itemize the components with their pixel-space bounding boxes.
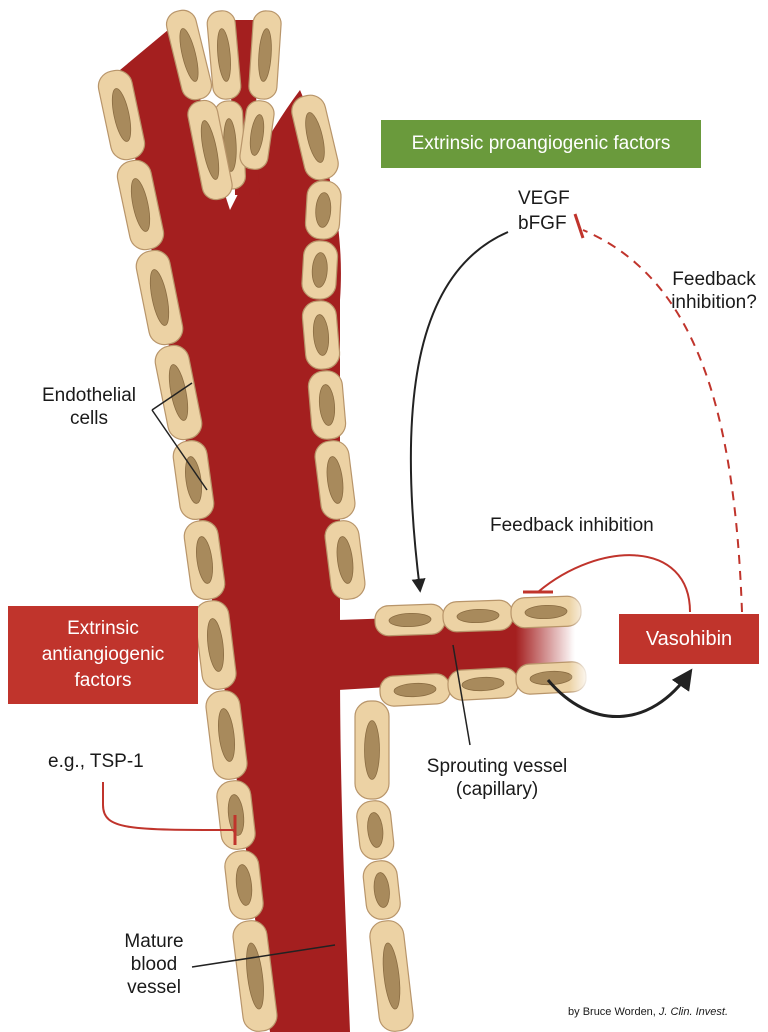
vasohibin-box: Vasohibin	[619, 614, 759, 664]
proangiogenic-factors-box: Extrinsic proangiogenic factors	[381, 120, 701, 168]
endothelial-cell	[368, 919, 415, 1032]
bfgf-label: bFGF	[518, 212, 567, 235]
antiangiogenic-label-line-1: Extrinsic	[67, 616, 139, 642]
endothelial-cell	[355, 799, 395, 861]
endothelial-line-2: cells	[30, 407, 148, 430]
endothelial-cell	[301, 300, 341, 371]
sprouting-line-1: Sprouting vessel	[416, 755, 578, 778]
feedback-inhibition-dashed-bar	[575, 214, 583, 238]
endothelial-cell	[442, 600, 513, 632]
tsp1-inhibition-line	[103, 782, 235, 830]
antiangiogenic-label-line-2: antiangiogenic	[42, 642, 165, 668]
antiangiogenic-label-line-3: factors	[74, 668, 131, 694]
endothelial-cell	[355, 701, 389, 799]
endothelial-cell	[307, 370, 347, 441]
endothelial-line-1: Endothelial	[30, 384, 148, 407]
endothelial-cell	[379, 673, 450, 707]
vegf-label: VEGF	[518, 187, 570, 210]
credit-journal: J. Clin. Invest.	[659, 1006, 728, 1018]
endothelial-cell	[248, 10, 282, 100]
credit-prefix: by Bruce Worden,	[568, 1006, 659, 1018]
mature-line-1: Mature	[118, 930, 190, 953]
mature-line-3: vessel	[118, 976, 190, 999]
antiangiogenic-factors-box: Extrinsic antiangiogenic factors	[8, 606, 198, 704]
feedback-question-label: Feedback inhibition?	[660, 268, 768, 314]
mature-vessel-label: Mature blood vessel	[118, 930, 190, 999]
feedback-question-line-1: Feedback	[660, 268, 768, 291]
figure-credit: by Bruce Worden, J. Clin. Invest.	[568, 1006, 728, 1018]
vasohibin-label: Vasohibin	[646, 628, 732, 651]
feedback-inhibition-label: Feedback inhibition	[490, 514, 654, 537]
endothelial-cell	[374, 604, 445, 636]
sprouting-line-2: (capillary)	[416, 778, 578, 801]
mature-line-2: blood	[118, 953, 190, 976]
sprouting-vessel-label: Sprouting vessel (capillary)	[416, 755, 578, 801]
endothelial-cell	[362, 859, 402, 921]
proangiogenic-factors-label: Extrinsic proangiogenic factors	[412, 133, 671, 155]
tsp1-label: e.g., TSP-1	[48, 750, 144, 773]
feedback-question-line-2: inhibition?	[660, 291, 768, 314]
endothelial-cells-label: Endothelial cells	[30, 384, 148, 430]
endothelial-cell	[305, 180, 342, 240]
cell-nucleus	[365, 721, 380, 780]
endothelial-cell	[301, 240, 338, 300]
